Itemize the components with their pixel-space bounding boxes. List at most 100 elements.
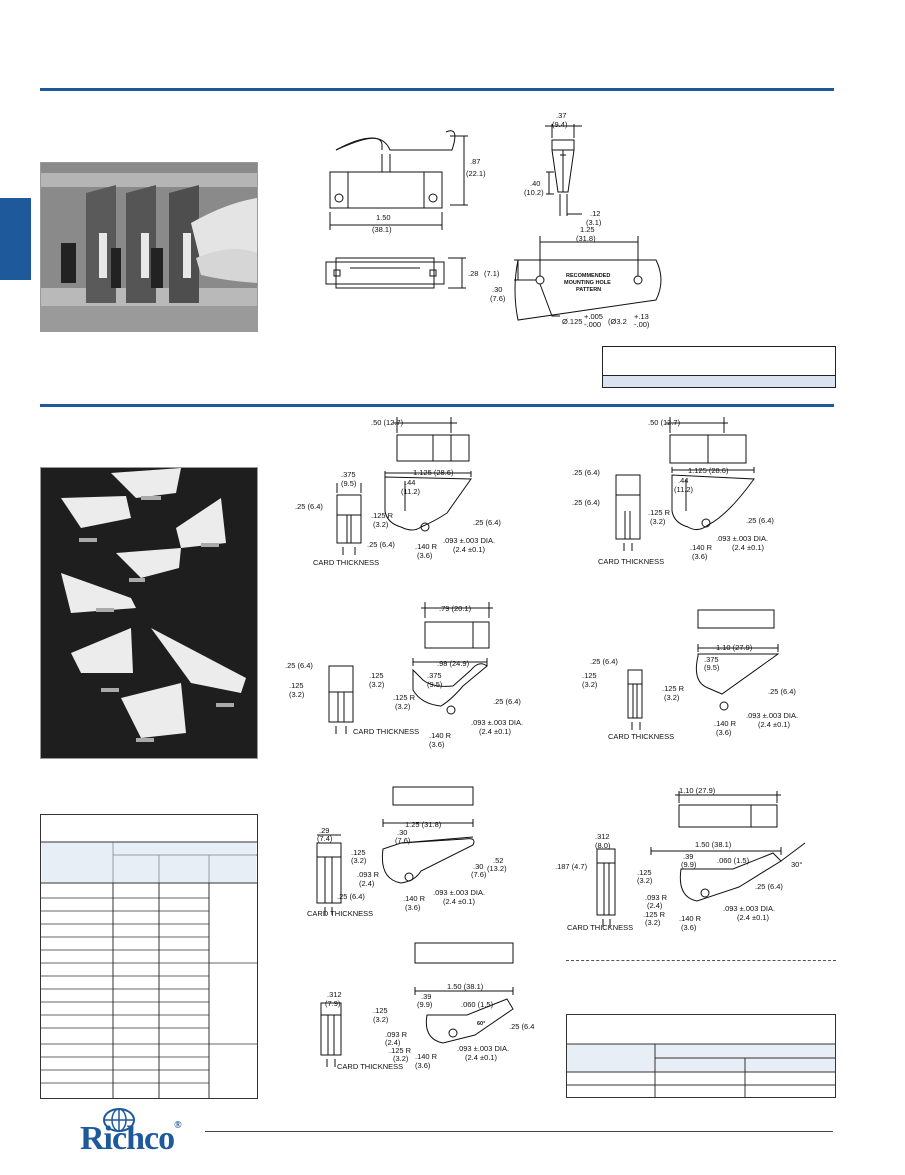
g1-length: 1.125 (28.6): [413, 468, 454, 477]
g7-hole-dia-mm: (2.4 ±0.1): [465, 1053, 498, 1062]
g2-length: 1.125 (28.6): [688, 466, 729, 475]
drawing-guide-3: .79 (20.1) .25 (6.4) .125 (3.2) .125 (3.…: [285, 602, 523, 749]
g2-hole-r-mm: (3.6): [692, 552, 708, 561]
g3-slot1: .125: [369, 671, 384, 680]
g5-length: 1.25 (31.8): [405, 820, 442, 829]
hole-offset-dim: .30: [492, 285, 502, 294]
g7-r1-mm: (2.4): [385, 1038, 401, 1047]
g4-length: 1.10 (27.9): [716, 643, 753, 652]
g3-radius: .125 R: [393, 693, 416, 702]
drawing-guide-1: .50 (12.7) .375 (9.5) .25 (6.4) .25 (6.4…: [295, 417, 501, 567]
g6-r1-mm: (2.4): [647, 901, 663, 910]
hole-tol-plus: +.005: [584, 312, 603, 321]
g3-slot2: .125: [289, 681, 304, 690]
side-width-mm: (9.4): [552, 120, 568, 129]
g1-hole-dia-mm: (2.4 ±0.1): [453, 545, 486, 554]
g7-hole-dia: .093 ±.003 DIA.: [457, 1044, 509, 1053]
g5-hole-r-mm: (3.6): [405, 903, 421, 912]
g4-slot-mm: (3.2): [582, 680, 598, 689]
brand-logo: Richco®: [80, 1120, 182, 1158]
g1-card-label: CARD THICKNESS: [313, 558, 379, 567]
g2-radius: .125 R: [648, 508, 671, 517]
section-rule-top: [40, 88, 834, 91]
g4-hole-r-mm: (3.6): [716, 728, 732, 737]
g2-card-label: CARD THICKNESS: [598, 557, 664, 566]
drawing-guide-7: .312 (7.9) 1.50 (38.1) .39 (9.9) .060 (1…: [320, 942, 534, 1071]
drawing-guide-4: .25 (6.4) .125 (3.2) 1.10 (27.9) .375 (9…: [582, 609, 798, 741]
g5-h1: .30: [397, 828, 407, 837]
g3-slot1-mm: (3.2): [369, 680, 385, 689]
g3-card-label: CARD THICKNESS: [353, 727, 419, 736]
g6-hole-dia: .093 ±.003 DIA.: [723, 904, 775, 913]
bottom-height-dim: .28: [468, 269, 478, 278]
g3-slot2-mm: (3.2): [289, 690, 305, 699]
drawing-guide-5: .29 (7.4) 1.25 (31.8) .30 (7.6) .125 (3.…: [307, 786, 507, 918]
front-height-mm: (22.1): [466, 169, 486, 178]
g3-hole-r-mm: (3.6): [429, 740, 445, 749]
g7-r2: .125 R: [389, 1046, 412, 1055]
g5-tip2-mm: (7.6): [471, 870, 487, 879]
g6-hole-r-mm: (3.6): [681, 923, 697, 932]
hole-tol-minus: -.000: [584, 320, 601, 329]
g1-hole-r: .140 R: [415, 542, 438, 551]
g5-h1-mm: (7.6): [395, 836, 411, 845]
g7-side-w: .312: [327, 990, 342, 999]
g1-hole-r-mm: (3.6): [417, 551, 433, 560]
g3-right-dim: .25 (6.4): [493, 697, 521, 706]
hole-dia: Ø.125: [562, 317, 582, 326]
g7-angle: 60°: [477, 1021, 485, 1027]
drawing-guide-6: 1.10 (27.9) .312 (8.0) .187 (4.7) 1.50 (…: [555, 786, 806, 932]
g6-d1-mm: (9.9): [681, 860, 697, 869]
g6-r2-mm: (3.2): [645, 918, 661, 927]
g5-hole-r: .140 R: [403, 894, 426, 903]
g1-hole-dia: .093 ±.003 DIA.: [443, 536, 495, 545]
footer-rule: [205, 1131, 833, 1132]
g6-angle: 30°: [791, 860, 802, 869]
g1-left-dim: .25 (6.4): [295, 502, 323, 511]
g6-side-h: .187 (4.7): [555, 862, 588, 871]
product-photo-rack: [40, 162, 258, 332]
g7-r1: .093 R: [385, 1030, 408, 1039]
g7-hole-r-mm: (3.6): [415, 1061, 431, 1070]
g1-height: .44: [405, 478, 415, 487]
g6-right-dim: .25 (6.4): [755, 882, 783, 891]
pattern-label-1: RECOMMENDED: [566, 273, 610, 279]
g1-card-w: .375: [341, 470, 356, 479]
g5-radius-mm: (2.4): [359, 879, 375, 888]
g7-side-w-mm: (7.9): [325, 999, 341, 1008]
g2-left-dim1: .25 (6.4): [572, 468, 600, 477]
g6-r2: .125 R: [643, 910, 666, 919]
part-number-box: [602, 346, 836, 388]
part-number-row: [603, 375, 835, 387]
globe-logo-icon: [103, 1108, 135, 1132]
g6-d2: .060 (1.5): [717, 856, 750, 865]
section-rule-middle: [40, 404, 834, 407]
g2-height: .44: [678, 476, 688, 485]
g7-hole-r: .140 R: [415, 1052, 438, 1061]
g1-card-w-mm: (9.5): [341, 479, 357, 488]
hole-spacing-mm: (31.8): [576, 234, 596, 243]
front-width-mm: (38.1): [372, 225, 392, 234]
g4-hole-dia-mm: (2.4 ±0.1): [758, 720, 791, 729]
g1-radius: .125 R: [371, 511, 394, 520]
g5-tip-h: .52: [493, 856, 503, 865]
dashed-separator: [566, 960, 836, 961]
g2-right-dim: .25 (6.4): [746, 516, 774, 525]
g1-radius-mm: (3.2): [373, 520, 389, 529]
g2-hole-dia-mm: (2.4 ±0.1): [732, 543, 765, 552]
g1-top-width: .50 (12.7): [371, 418, 404, 427]
g3-radius-mm: (3.2): [395, 702, 411, 711]
g4-slot: .125: [582, 671, 597, 680]
hole-mm-minus: -.00): [634, 320, 650, 329]
g6-hole-dia-mm: (2.4 ±0.1): [737, 913, 770, 922]
bottom-height-mm: (7.1): [484, 269, 500, 278]
g2-top-width: .50 (12.7): [648, 418, 681, 427]
g4-hole-r: .140 R: [714, 719, 737, 728]
section-tab: [0, 198, 31, 280]
drawing-guide-2: .50 (12.7) .25 (6.4) .25 (6.4) 1.125 (28…: [572, 417, 774, 566]
g1-height-mm: (11.2): [401, 487, 421, 496]
g7-right-dim: .25 (6.4: [509, 1022, 534, 1031]
g6-slot-mm: (3.2): [637, 876, 653, 885]
g2-hole-dia: .093 ±.003 DIA.: [716, 534, 768, 543]
g2-radius-mm: (3.2): [650, 517, 666, 526]
